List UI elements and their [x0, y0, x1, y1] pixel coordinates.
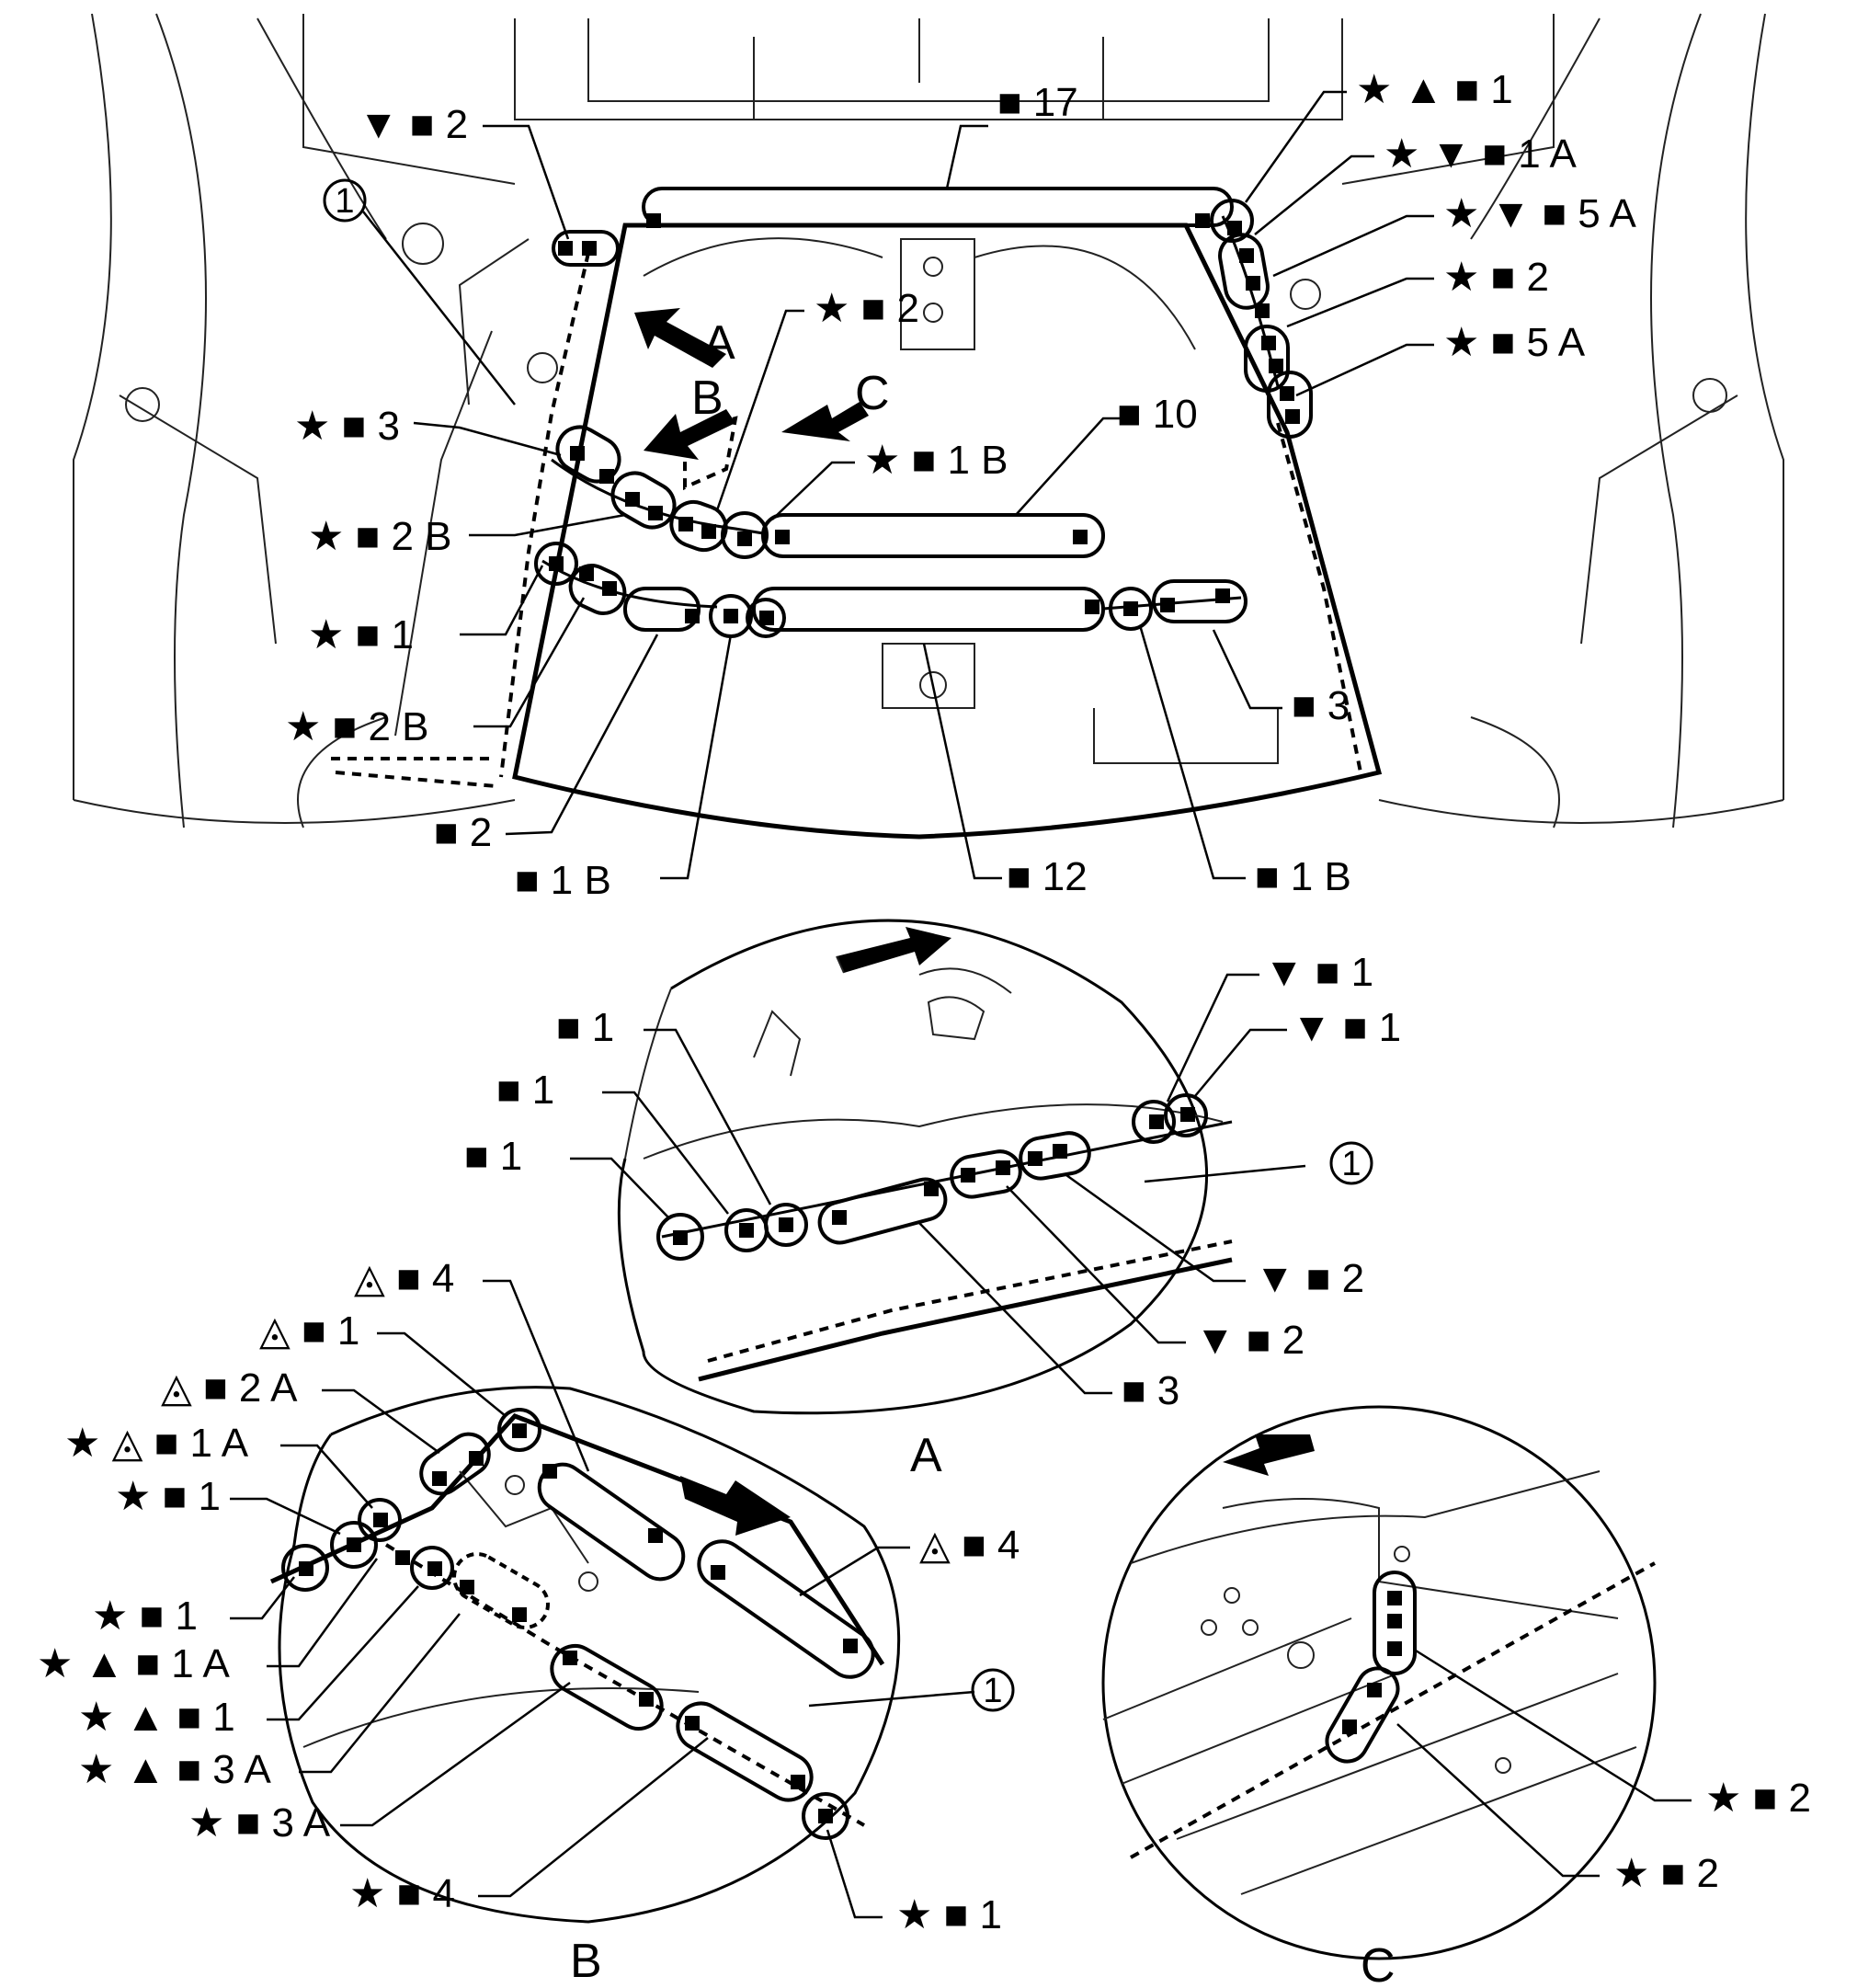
label-tl-7: ■ 1 B: [515, 858, 611, 903]
detail-c-view-arrow: [1223, 1434, 1315, 1476]
label-b-10: ★ ■ 3 A: [188, 1800, 331, 1845]
label-tl-6: ■ 2: [434, 810, 492, 855]
label-bc-2: ■ 1 B: [1255, 854, 1351, 899]
label-b-6: ★ ■ 1: [92, 1594, 198, 1639]
detail-a-part-badge: [1329, 1141, 1373, 1185]
label-b-5: ★ ■ 1: [115, 1474, 221, 1519]
label-a-2: ■ 1: [496, 1068, 554, 1113]
floor-frame: [512, 223, 1383, 840]
label-b-3: ◬ ■ 2 A: [161, 1365, 298, 1411]
label-tr-5: ★ ■ 5 A: [1443, 320, 1586, 365]
view-arrows: [634, 308, 869, 460]
label-tl-1: ▼ ■ 2: [359, 102, 468, 147]
detail-a-title: A: [910, 1429, 942, 1482]
vehicle-body-outline: [73, 13, 1784, 828]
label-b-11: ★ ■ 4: [349, 1871, 455, 1916]
label-a-4: ▼ ■ 1: [1264, 950, 1373, 995]
detail-b-part-badge: [971, 1668, 1015, 1712]
label-tl-4: ★ ■ 1: [308, 612, 414, 657]
label-b-12: ★ ■ 1: [896, 1892, 1002, 1937]
detail-a: 1 ■ 1 ■ 1 ■ 1 ▼ ■ 1 ▼ ■ 1 ▼ ■ 2 ▼ ■ 2 ■ …: [464, 919, 1401, 1482]
label-tc-3: ★ ■ 1 B: [864, 438, 1008, 483]
label-tl-2: ★ ■ 3: [294, 404, 400, 449]
detail-c-squares: [1342, 1591, 1402, 1734]
label-tc-1: ■ 17: [997, 80, 1078, 125]
label-b-2: ◬ ■ 1: [259, 1308, 359, 1354]
label-c-1: ★ ■ 2: [1705, 1776, 1811, 1821]
detail-a-view-arrow: [837, 927, 951, 973]
main-clamps: [534, 199, 1313, 638]
label-b-7: ★ ▲ ■ 1 A: [37, 1641, 231, 1686]
detail-b-clamps: [281, 1408, 875, 1840]
label-a-3: ■ 1: [464, 1134, 522, 1179]
detail-c-leader-lines: [1396, 1649, 1692, 1878]
detail-a-squares: [673, 1107, 1195, 1245]
main-clamp-squares: [549, 213, 1300, 625]
callout-letter-b: B: [691, 371, 723, 425]
label-tl-3: ★ ■ 2 B: [308, 514, 452, 559]
label-tr-4: ★ ■ 2: [1443, 255, 1549, 300]
label-tr-3: ★ ▼ ■ 5 A: [1443, 191, 1637, 236]
label-tr-1: ★ ▲ ■ 1: [1356, 67, 1513, 112]
label-b-9: ★ ▲ ■ 3 A: [78, 1747, 272, 1792]
label-a-1: ■ 1: [556, 1005, 614, 1050]
label-b-13: ◬ ■ 4: [919, 1523, 1020, 1568]
detail-b-squares: [299, 1423, 858, 1823]
label-tr-2: ★ ▼ ■ 1 A: [1384, 131, 1578, 177]
detail-c-title: C: [1361, 1939, 1396, 1988]
label-b-8: ★ ▲ ■ 1: [78, 1695, 235, 1740]
label-b-1: ◬ ■ 4: [354, 1256, 454, 1301]
callout-letter-c: C: [855, 367, 890, 420]
detail-a-part-number: 1: [1341, 1145, 1361, 1183]
main-view: A B C 1 ▼ ■ 2: [73, 13, 1784, 903]
part-number: 1: [335, 182, 354, 221]
label-tc-2: ★ ■ 2: [814, 286, 919, 331]
main-leader-lines: [413, 90, 1434, 880]
detail-a-clamps: [656, 1093, 1233, 1261]
label-a-7: ▼ ■ 2: [1195, 1318, 1304, 1363]
label-c-2: ★ ■ 2: [1613, 1851, 1719, 1896]
detail-b-leader-lines: [230, 1279, 975, 1919]
label-a-8: ■ 3: [1122, 1368, 1179, 1413]
detail-a-leader-lines: [570, 973, 1306, 1395]
callout-letter-a: A: [703, 316, 735, 370]
label-tr-6: ■ 3: [1292, 683, 1350, 728]
detail-b-part-number: 1: [983, 1672, 1002, 1710]
label-a-6: ▼ ■ 2: [1255, 1256, 1364, 1301]
detail-b: 1 ◬ ■ 4 ◬ ■ 1 ◬ ■ 2 A ★ ◬ ■ 1 A ★ ■ 1 ★ …: [37, 1256, 1020, 1988]
detail-c-clamps: [1325, 1571, 1417, 1764]
label-bc-1: ■ 12: [1007, 854, 1088, 899]
detail-b-title: B: [570, 1935, 602, 1988]
label-a-5: ▼ ■ 1: [1292, 1005, 1401, 1050]
part-number-badge: [323, 178, 367, 223]
detail-b-view-arrow: [680, 1476, 791, 1536]
label-b-4: ★ ◬ ■ 1 A: [64, 1421, 249, 1466]
detail-c: ★ ■ 2 ★ ■ 2 C: [1101, 1405, 1811, 1988]
label-tl-5: ★ ■ 2 B: [285, 704, 429, 749]
label-tc-4: ■ 10: [1117, 392, 1198, 437]
